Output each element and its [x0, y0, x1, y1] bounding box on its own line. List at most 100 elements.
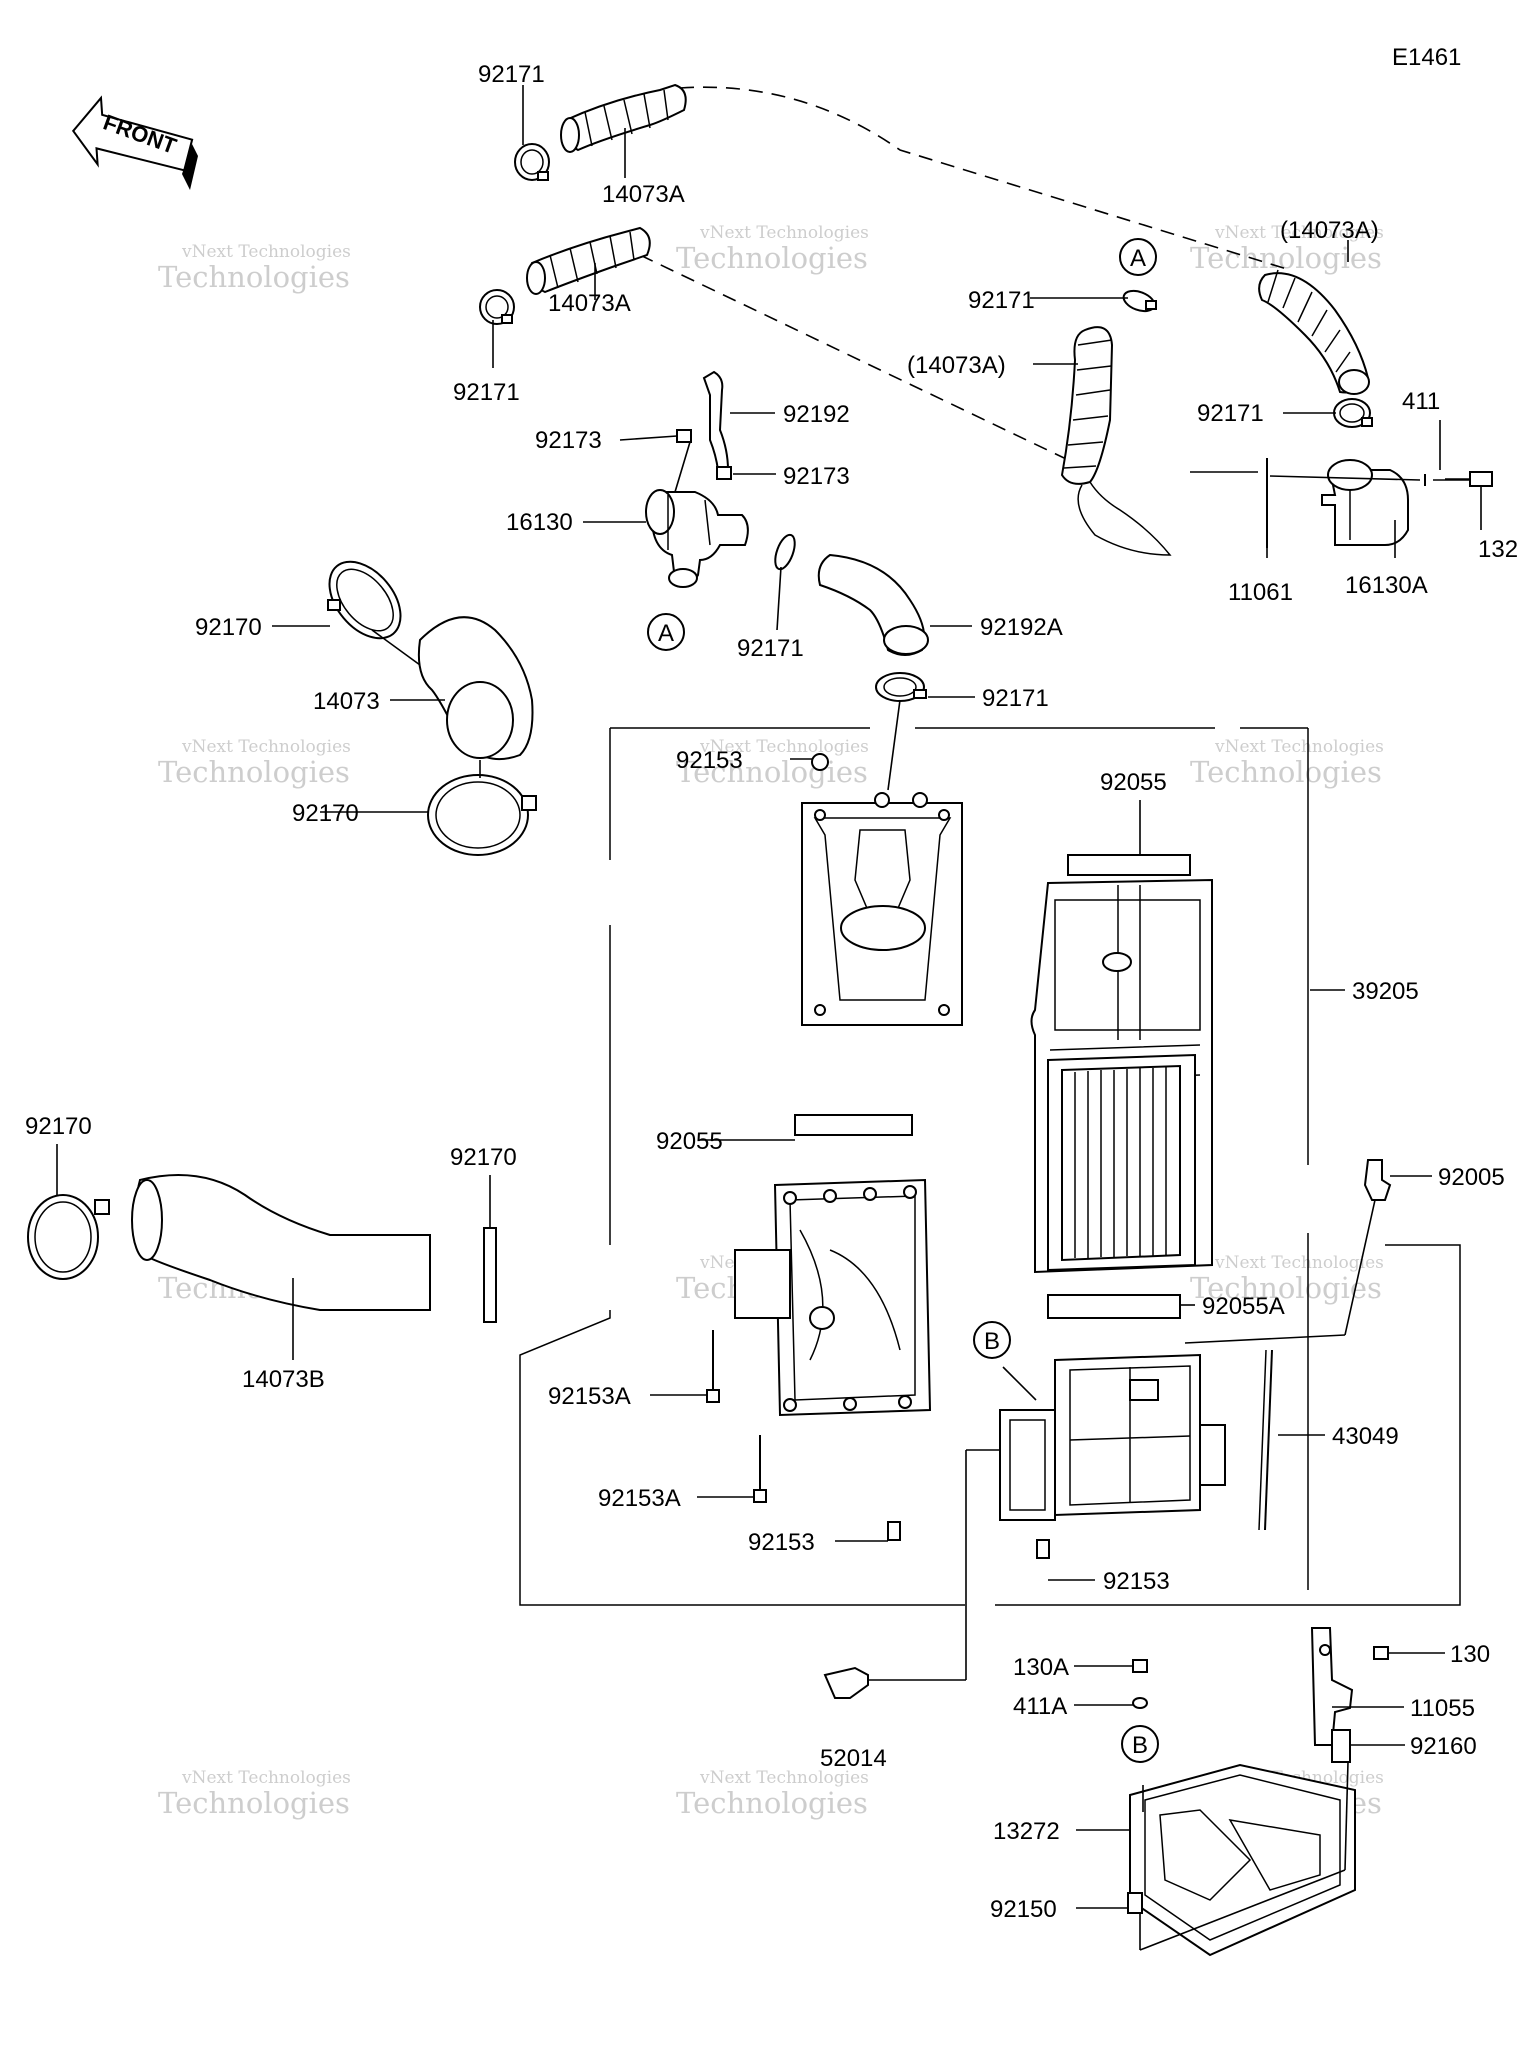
clamp-92170-left: [27, 1194, 110, 1280]
watermark-5: vNext Technologies Technologies: [676, 737, 869, 789]
bolt-92153-top: [811, 753, 829, 771]
spacer-92160: [1331, 1729, 1351, 1763]
dashed-route-lower: [639, 254, 1086, 469]
label-92160: 92160: [1410, 1733, 1477, 1760]
svg-text:B: B: [984, 1328, 1000, 1355]
housing-16130a: [1321, 459, 1409, 546]
hose-14073b: [131, 1174, 431, 1311]
label-14073a: 14073A: [602, 181, 685, 208]
label-92055: 92055: [1100, 769, 1167, 796]
label-11061: 11061: [1228, 579, 1293, 606]
watermarks: vNext Technologies Technologies vNext Te…: [158, 223, 1384, 1820]
watermark-11: vNext Technologies Technologies: [676, 1768, 869, 1820]
label-14073a-ref: (14073A): [907, 352, 1006, 379]
label-92153: 92153: [748, 1529, 815, 1556]
diagram-code: E1461: [1392, 44, 1461, 71]
clip-92173-lower: [716, 466, 732, 480]
bracket-11055: [1310, 1627, 1354, 1746]
upper-plate: [801, 792, 963, 1026]
label-92170: 92170: [25, 1113, 92, 1140]
clamp-92171-valve: [774, 533, 796, 571]
label-11055: 11055: [1410, 1695, 1475, 1722]
plate-13272: [1129, 1763, 1356, 1957]
svg-text:A: A: [658, 620, 674, 647]
clamp-92171-upper-right: [1122, 289, 1157, 313]
corrugated-hose-14073a-lower: [526, 226, 651, 295]
label-14073b: 14073B: [242, 1366, 325, 1393]
gasket-92055-upper: [1067, 854, 1191, 876]
label-13272: 13272: [993, 1818, 1060, 1845]
svg-text:Technologies: Technologies: [676, 241, 868, 275]
part-labels: 92171 14073A 14073A 92171 92171 (14073A)…: [25, 61, 1518, 1923]
label-92150: 92150: [990, 1896, 1057, 1923]
svg-text:vNext Technologies: vNext Technologies: [699, 223, 869, 243]
front-arrow-icon: FRONT: [71, 95, 198, 190]
label-92055a: 92055A: [1202, 1293, 1285, 1320]
clamp-92170-upper: [327, 560, 402, 640]
svg-text:A: A: [1130, 245, 1146, 272]
watermark-1: vNext Technologies Technologies: [158, 242, 351, 294]
washer-411a: [1132, 1697, 1148, 1709]
label-92171: 92171: [478, 61, 545, 88]
rod-43049: [1258, 1349, 1273, 1531]
hose-14073a-vertical: [1060, 326, 1172, 556]
clamp-92170-lower: [427, 774, 537, 856]
lower-plate: [734, 1178, 932, 1417]
label-411a: 411A: [1013, 1693, 1067, 1720]
label-132: 132: [1478, 536, 1518, 563]
bolt-92150: [1127, 1892, 1143, 1914]
clamp-92171-mid: [479, 289, 515, 325]
gasket-92055a: [1047, 1294, 1181, 1319]
label-92153: 92153: [676, 747, 743, 774]
callout-a-lower: A: [647, 613, 685, 651]
svg-text:Technologies: Technologies: [158, 755, 350, 789]
label-92153a: 92153A: [598, 1485, 681, 1512]
valve-16130: [645, 441, 749, 588]
svg-text:Technologies: Technologies: [158, 1786, 350, 1820]
bolt-130a: [1132, 1659, 1148, 1673]
label-92170: 92170: [450, 1144, 517, 1171]
svg-text:vNext Technologies: vNext Technologies: [181, 1768, 351, 1788]
bolt-130: [1373, 1646, 1389, 1660]
hose-14073a-right: [1258, 269, 1370, 395]
leader-lines: [56, 85, 1482, 1951]
label-14073: 14073: [313, 688, 380, 715]
label-14073a: 14073A: [548, 290, 631, 317]
lower-housing: [999, 1353, 1226, 1521]
label-92171: 92171: [737, 635, 804, 662]
svg-text:vNext Technologies: vNext Technologies: [699, 1768, 869, 1788]
label-130: 130: [1450, 1641, 1490, 1668]
svg-text:Technologies: Technologies: [676, 755, 868, 789]
label-411: 411: [1402, 388, 1440, 415]
callout-b-lower: B: [1121, 1725, 1159, 1763]
label-92171: 92171: [453, 379, 520, 406]
clamp-92171-top: [514, 143, 550, 181]
bolt-132: [1445, 471, 1493, 487]
label-39205: 39205: [1352, 978, 1419, 1005]
watermark-10: vNext Technologies Technologies: [158, 1768, 351, 1820]
intercooler-core: [1030, 878, 1213, 1274]
watermark-3: vNext Technologies Technologies: [1190, 223, 1384, 275]
cover-outline-frame: [519, 728, 1461, 1606]
svg-text:vNext Technologies: vNext Technologies: [1214, 737, 1384, 757]
svg-text:Technologies: Technologies: [1190, 1271, 1382, 1305]
label-14073a-ref: (14073A): [1280, 217, 1379, 244]
watermark-6: vNext Technologies Technologies: [1190, 737, 1384, 789]
label-92153a: 92153A: [548, 1383, 631, 1410]
svg-text:vNext Technologies: vNext Technologies: [699, 737, 869, 757]
label-52014: 52014: [820, 1745, 887, 1772]
bolt-92153a-lower: [753, 1435, 767, 1503]
bolt-92153a-upper: [706, 1330, 720, 1403]
label-92171: 92171: [982, 685, 1049, 712]
fitting-92005: [1363, 1159, 1392, 1201]
svg-text:vNext Technologies: vNext Technologies: [181, 242, 351, 262]
label-92170: 92170: [195, 614, 262, 641]
label-92173: 92173: [535, 427, 602, 454]
clip-92173-upper: [676, 429, 692, 443]
label-92192a: 92192A: [980, 614, 1063, 641]
label-130a: 130A: [1013, 1654, 1069, 1681]
gasket-92170-right: [483, 1227, 497, 1323]
label-92171: 92171: [968, 287, 1035, 314]
corrugated-hose-14073a-upper: [560, 83, 687, 153]
